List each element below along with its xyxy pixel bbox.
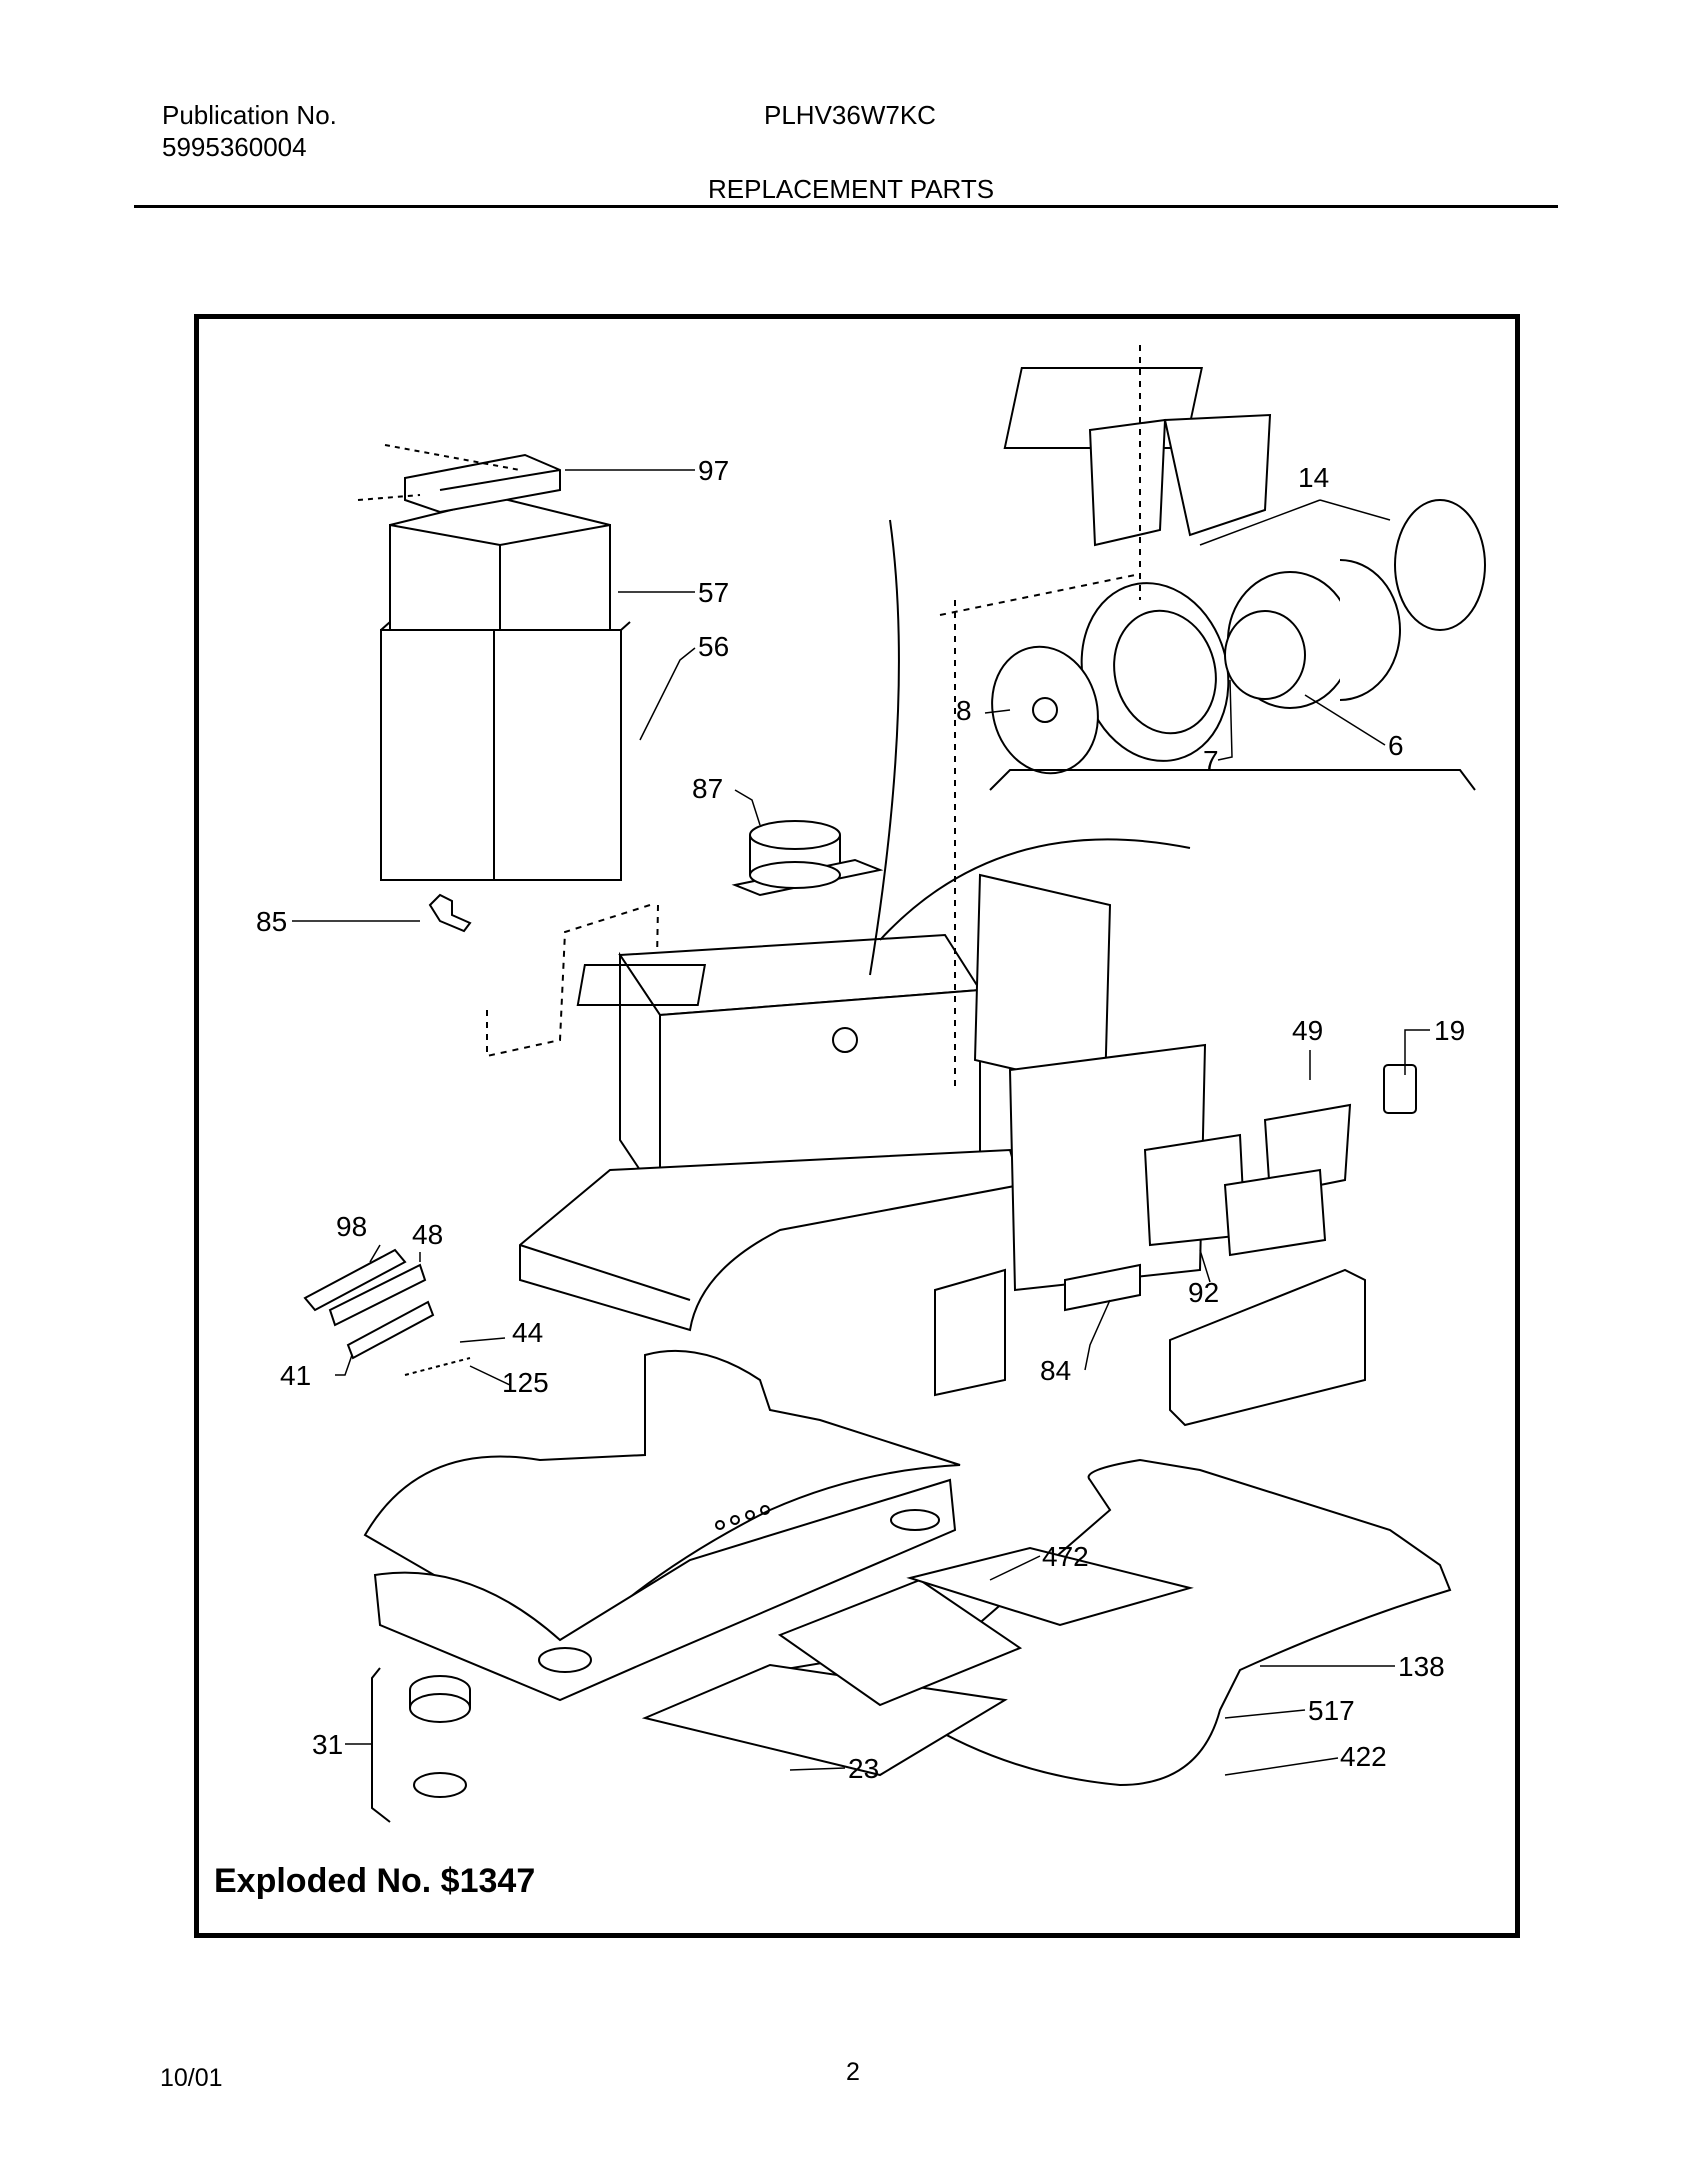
callout-472: 472 bbox=[1042, 1541, 1089, 1572]
footer-date: 10/01 bbox=[160, 2064, 223, 2092]
exploded-number-label: Exploded No. $1347 bbox=[214, 1862, 536, 1900]
callout-23: 23 bbox=[848, 1753, 879, 1784]
callout-leaders bbox=[292, 469, 1430, 1776]
callout-7: 7 bbox=[1203, 745, 1219, 776]
callout-56: 56 bbox=[698, 631, 729, 662]
lamp-assembly-part bbox=[371, 1667, 471, 1823]
mounting-bracket-part bbox=[428, 893, 472, 933]
callout-85: 85 bbox=[256, 906, 287, 937]
side-plate-part bbox=[973, 873, 1112, 1092]
callout-84: 84 bbox=[1040, 1355, 1071, 1386]
callout-14: 14 bbox=[1298, 462, 1329, 493]
callout-8: 8 bbox=[956, 695, 972, 726]
capacitor-part bbox=[1383, 1064, 1417, 1114]
publication-number: 5995360004 bbox=[162, 132, 307, 162]
callout-138: 138 bbox=[1398, 1651, 1445, 1682]
callout-97: 97 bbox=[698, 455, 729, 486]
gasket-part bbox=[906, 1546, 1194, 1627]
callout-6: 6 bbox=[1388, 730, 1404, 761]
switch-assembly-part bbox=[303, 1248, 471, 1376]
keypad-board-part bbox=[1223, 1168, 1327, 1257]
bracket-part bbox=[934, 1268, 1006, 1397]
callout-87: 87 bbox=[692, 773, 723, 804]
diagram-frame bbox=[194, 314, 1520, 1938]
callout-422: 422 bbox=[1340, 1741, 1387, 1772]
publication-label: Publication No. bbox=[162, 100, 337, 130]
upper-duct-part bbox=[389, 496, 611, 631]
control-board-part bbox=[1263, 1103, 1352, 1197]
damper-part bbox=[731, 820, 884, 897]
page-number: 2 bbox=[846, 2058, 860, 2086]
callout-41: 41 bbox=[280, 1360, 311, 1391]
callout-125: 125 bbox=[502, 1367, 549, 1398]
callout-92: 92 bbox=[1188, 1277, 1219, 1308]
duct-cover-part bbox=[380, 621, 631, 881]
callout-517: 517 bbox=[1308, 1695, 1355, 1726]
header-rule bbox=[134, 205, 1558, 208]
callout-31: 31 bbox=[312, 1729, 343, 1760]
junction-cover-part bbox=[1169, 1268, 1366, 1427]
callout-98: 98 bbox=[336, 1211, 367, 1242]
top-bracket-part bbox=[357, 444, 561, 514]
callout-19: 19 bbox=[1434, 1015, 1465, 1046]
model-number: PLHV36W7KC bbox=[764, 100, 936, 130]
blower-assembly-part bbox=[939, 345, 1486, 1090]
grease-filter-part bbox=[777, 1578, 1023, 1707]
callout-labels: 97 57 56 14 8 7 6 87 85 49 19 98 48 44 4… bbox=[256, 455, 1465, 1784]
filter-part bbox=[641, 1663, 1008, 1777]
section-title: REPLACEMENT PARTS bbox=[708, 174, 995, 204]
callout-48: 48 bbox=[412, 1219, 443, 1250]
callout-49: 49 bbox=[1292, 1015, 1323, 1046]
front-panel-part bbox=[363, 1349, 961, 1702]
callout-44: 44 bbox=[512, 1317, 543, 1348]
canopy-part bbox=[519, 1148, 1022, 1332]
main-housing-part bbox=[576, 933, 982, 1204]
callout-57: 57 bbox=[698, 577, 729, 608]
